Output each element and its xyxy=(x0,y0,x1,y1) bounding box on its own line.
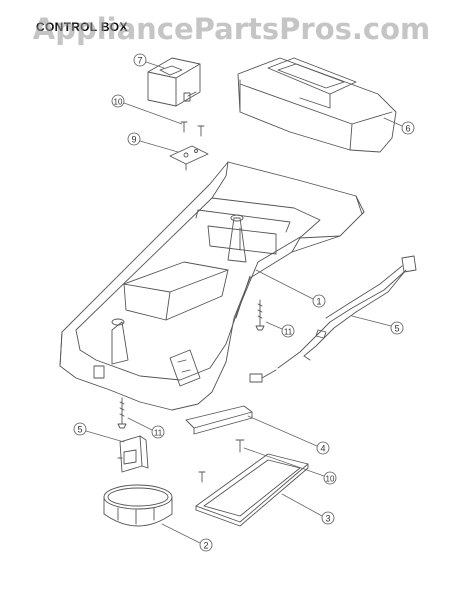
svg-text:9: 9 xyxy=(131,135,136,145)
svg-text:6: 6 xyxy=(405,124,410,134)
callouts: 7 10 9 6 1 11 5 4 xyxy=(73,53,415,552)
svg-text:3: 3 xyxy=(325,514,330,524)
svg-text:5: 5 xyxy=(394,324,399,334)
callout-9: 9 xyxy=(127,132,141,146)
svg-text:11: 11 xyxy=(284,328,293,337)
part-top-cover xyxy=(237,57,397,153)
part-screw-left xyxy=(117,397,127,429)
svg-text:2: 2 xyxy=(203,541,208,551)
callout-5-top: 5 xyxy=(390,321,404,335)
callout-4: 4 xyxy=(316,441,330,455)
svg-text:5: 5 xyxy=(77,425,82,435)
callout-7: 7 xyxy=(133,53,147,67)
watermark-logo: AppliancePartsPros.com xyxy=(32,12,431,46)
part-wire-harness xyxy=(249,255,417,383)
callout-11-right: 11 xyxy=(281,324,295,338)
leader-lines xyxy=(85,61,403,544)
callout-10-top: 10 xyxy=(111,94,125,108)
part-mounting-ring xyxy=(103,484,173,527)
part-screws-bottom xyxy=(198,439,245,483)
part-switch-board xyxy=(169,145,209,171)
callout-10-bottom: 10 xyxy=(323,471,337,485)
part-switch xyxy=(117,435,149,473)
svg-text:10: 10 xyxy=(114,98,123,107)
callout-6: 6 xyxy=(401,121,415,135)
part-control-module xyxy=(147,57,201,107)
svg-text:4: 4 xyxy=(320,444,325,454)
callout-5-bottom: 5 xyxy=(73,422,87,436)
callout-11-left: 11 xyxy=(151,425,165,439)
svg-text:10: 10 xyxy=(326,475,335,484)
callout-2: 2 xyxy=(199,538,213,552)
part-mounting-bracket xyxy=(185,405,253,435)
callout-3: 3 xyxy=(321,511,335,525)
callout-1: 1 xyxy=(312,294,326,308)
part-screw-right xyxy=(255,299,265,331)
svg-text:11: 11 xyxy=(154,429,163,438)
diagram-title: CONTROL BOX xyxy=(36,20,128,34)
svg-text:1: 1 xyxy=(316,297,321,307)
part-screws-top xyxy=(180,121,205,137)
part-base-tray xyxy=(59,161,365,411)
svg-text:7: 7 xyxy=(137,56,142,66)
